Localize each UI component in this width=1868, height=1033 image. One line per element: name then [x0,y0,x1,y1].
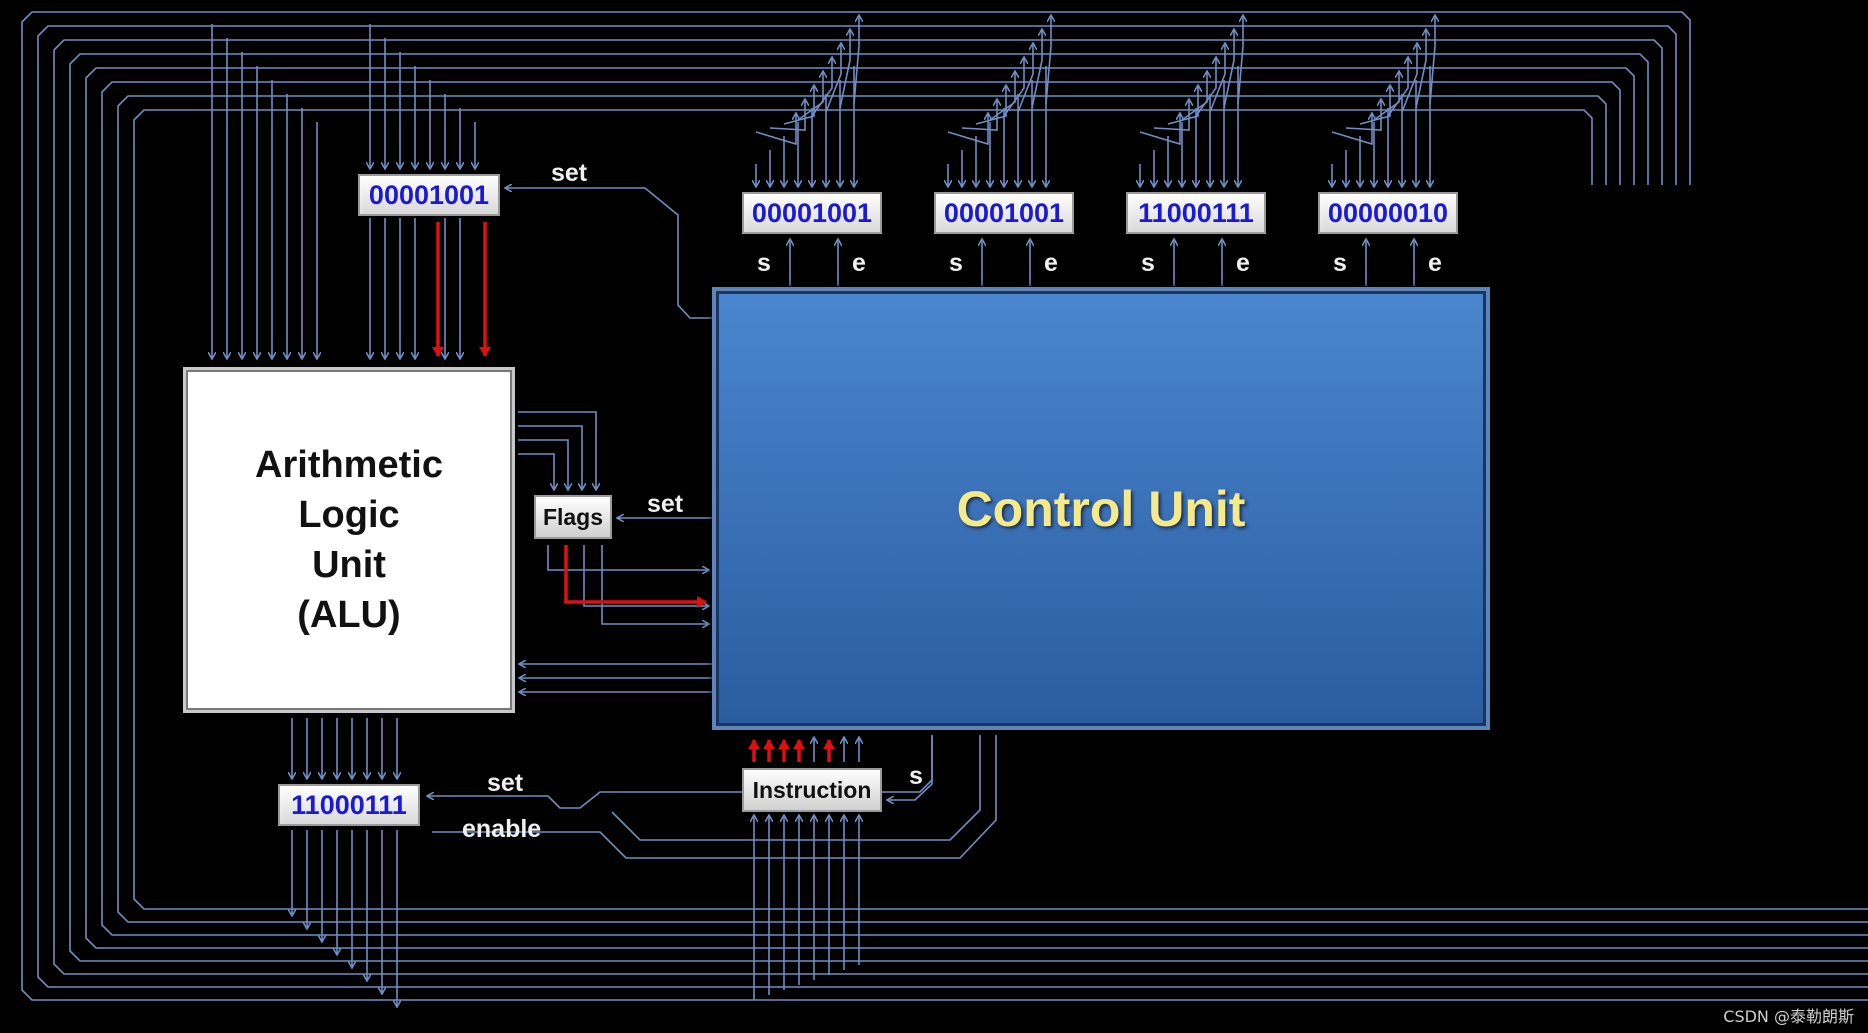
register-out-wire [1017,44,1033,113]
register-out-wire [1223,30,1234,109]
instruction-register: Instruction [742,768,882,812]
register-out-wire [1373,72,1399,121]
register-out-wire [769,100,805,131]
register-out-wire [811,58,832,117]
register-3-set-label: s [1141,249,1155,277]
output-set-label: set [487,769,524,797]
register-out-wire [1153,100,1189,131]
alu-line-4: (ALU) [297,594,401,636]
register-out-wire [947,114,988,146]
control-unit: Control Unit [712,287,1490,730]
register-out-wire [1331,114,1372,146]
register-2-set-label: s [949,249,963,277]
watermark: CSDN @泰勒朗斯 [1723,1007,1854,1026]
bus-loop [117,95,1868,923]
register-4: 00000010 [1318,192,1458,234]
flags-cu-active-wire [564,545,707,608]
register-out-wire [1045,16,1051,105]
alu-flags-wire [518,411,596,489]
instruction-set-label: s [909,762,923,790]
flags-cu-wire [547,545,708,570]
flags-cu-wire [583,545,708,606]
output-enable-wire [432,735,997,859]
register-2: 00001001 [934,192,1074,234]
register-out-wire [1359,86,1390,125]
register-out-wire [1237,16,1243,105]
flags-cu-wire [601,545,708,624]
instruction-set-wire [888,735,933,800]
register-out-wire [1345,100,1381,131]
register-out-wire [1387,58,1408,117]
register-1-enable-label: e [852,249,866,277]
register-4-enable-label: e [1428,249,1442,277]
bus-loop [21,11,1868,1001]
output-enable-wire [611,735,981,841]
register-out-wire [1401,44,1417,113]
alu-block: Arithmetic Logic Unit (ALU) [183,367,515,713]
output-enable-label: enable [462,815,542,843]
output-set-wire [428,735,933,809]
register-1-set-label: s [757,249,771,277]
register-out-wire [1139,114,1180,146]
register-out-wire [825,44,841,113]
bus-loop [53,39,1868,975]
alu-input-set-wire [506,188,712,319]
alu-input-register: 00001001 [358,174,500,216]
alu-flags-wire [518,439,568,489]
register-out-wire [989,72,1015,121]
bus-loop [101,81,1868,936]
register-out-wire [1429,16,1435,105]
register-4-set-label: s [1333,249,1347,277]
register-out-wire [975,86,1006,125]
register-out-wire [1415,30,1426,109]
register-out-wire [1209,44,1225,113]
register-1: 00001001 [742,192,882,234]
flags-register: Flags [534,495,612,539]
bus-loop [133,109,1868,910]
alu-line-1: Arithmetic [255,444,443,486]
register-out-wire [961,100,997,131]
control-unit-label: Control Unit [956,480,1246,537]
register-out-wire [783,86,814,125]
register-out-wire [755,114,796,146]
register-2-enable-label: e [1044,249,1058,277]
flags-set-label: set [647,490,684,518]
register-out-wire [1195,58,1216,117]
register-3: 11000111 [1126,192,1266,234]
bus-loop [85,67,1868,949]
output-register: 11000111 [278,784,420,826]
bus-loop [37,25,1868,988]
register-out-wire [1167,86,1198,125]
alu-flags-wire [518,453,554,489]
alu-line-3: Unit [312,544,386,586]
register-3-enable-label: e [1236,249,1250,277]
alu-flags-wire [518,425,582,489]
register-out-wire [839,30,850,109]
register-out-wire [853,16,859,105]
alu-input-set-label: set [551,159,588,187]
register-out-wire [1031,30,1042,109]
alu-line-2: Logic [298,494,400,536]
register-out-wire [1181,72,1207,121]
register-out-wire [797,72,823,121]
register-out-wire [1003,58,1024,117]
bus-loop [69,53,1868,962]
